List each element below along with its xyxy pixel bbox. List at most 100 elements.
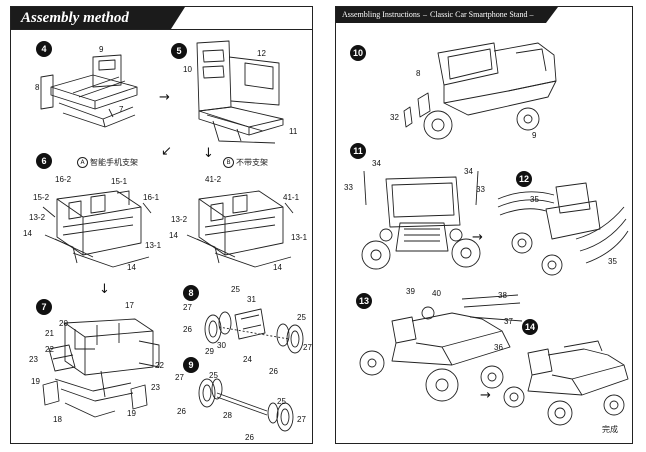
- part-label: 15-2: [33, 193, 50, 202]
- step-7-badge: 7: [36, 299, 52, 315]
- part-label: 27: [303, 343, 312, 352]
- finish-label: 完成: [602, 425, 618, 434]
- step-6b-illustration: [186, 190, 294, 268]
- part-label: 35: [530, 195, 539, 204]
- part-label: 41-1: [283, 193, 300, 202]
- step-9-illustration: [198, 378, 294, 432]
- part-label: 31: [247, 295, 256, 304]
- step-6a-illustration: [42, 190, 152, 268]
- part-label: 17: [125, 301, 134, 310]
- step-13-illustration: [359, 294, 523, 402]
- step-12-badge: 12: [516, 171, 532, 187]
- option-b-text: 不带支架: [236, 158, 268, 167]
- step-13-badge: 13: [356, 293, 372, 309]
- part-label: 34: [464, 167, 473, 176]
- step-11-illustration: [361, 170, 481, 270]
- part-label: 40: [432, 289, 441, 298]
- header-rule: [11, 29, 312, 30]
- part-label: 27: [175, 373, 184, 382]
- step-7-illustration: [42, 318, 160, 418]
- part-label: 27: [183, 303, 192, 312]
- part-label: 32: [390, 113, 399, 122]
- part-label: 25: [231, 285, 240, 294]
- part-label: 13-1: [145, 241, 162, 250]
- part-label: 19: [31, 377, 40, 386]
- part-label: 25: [209, 371, 218, 380]
- part-label: 9: [99, 45, 104, 54]
- part-label: 33: [344, 183, 353, 192]
- option-a-text: 智能手机支架: [90, 158, 138, 167]
- part-label: 9: [532, 131, 537, 140]
- part-label: 19: [127, 409, 136, 418]
- part-label: 14: [127, 263, 136, 272]
- step-8-badge: 8: [183, 285, 199, 301]
- part-label: 41-2: [205, 175, 222, 184]
- header-subtitle: Classic Car Smartphone Stand –: [430, 10, 534, 19]
- part-label: 15-1: [111, 177, 128, 186]
- step-9-badge: 9: [183, 357, 199, 373]
- step-11-badge: 11: [350, 143, 366, 159]
- part-label: 11: [289, 127, 298, 136]
- option-a-symbol: A: [77, 157, 88, 168]
- part-label: 26: [269, 367, 278, 376]
- arrow-right-icon: →: [159, 90, 170, 105]
- option-b-symbol: B: [223, 157, 234, 168]
- step-4-illustration: [40, 54, 138, 128]
- arrow-right-icon: →: [480, 388, 491, 403]
- part-label: 14: [169, 231, 178, 240]
- part-label: 33: [476, 185, 485, 194]
- step-14-badge: 14: [522, 319, 538, 335]
- part-label: 13-1: [291, 233, 308, 242]
- header-title: Assembling Instructions: [342, 10, 420, 19]
- arrow-down-icon: ↓: [203, 146, 214, 161]
- part-label: 39: [406, 287, 415, 296]
- arrow-down-icon: ↓: [99, 282, 110, 297]
- part-label: 18: [53, 415, 62, 424]
- part-label: 26: [183, 325, 192, 334]
- part-label: 22: [45, 345, 54, 354]
- part-label: 16-1: [143, 193, 160, 202]
- part-label: 26: [177, 407, 186, 416]
- step-12-illustration: [497, 182, 629, 276]
- step-8-illustration: [204, 308, 304, 354]
- part-label: 28: [223, 411, 232, 420]
- part-label: 10: [183, 65, 192, 74]
- step-10-illustration: [403, 42, 557, 140]
- part-label: 38: [498, 291, 507, 300]
- part-label: 26: [245, 433, 254, 442]
- left-instruction-page: Assembly method 4 9 8 7 → 5 12 10 11 ↙ ↓…: [10, 6, 313, 444]
- part-label: 22: [155, 361, 164, 370]
- part-label: 13-2: [29, 213, 46, 222]
- part-label: 14: [273, 263, 282, 272]
- part-label: 20: [59, 319, 68, 328]
- part-label: 35: [608, 257, 617, 266]
- part-label: 23: [151, 383, 160, 392]
- arrow-right-icon: →: [472, 230, 483, 245]
- step-4-badge: 4: [36, 41, 52, 57]
- step-5-illustration: [196, 40, 284, 144]
- part-label: 29: [205, 347, 214, 356]
- part-label: 8: [35, 83, 40, 92]
- right-instruction-page: Assembling Instructions–Classic Car Smar…: [335, 6, 633, 444]
- part-label: 16-2: [55, 175, 72, 184]
- part-label: 25: [297, 313, 306, 322]
- step-10-badge: 10: [350, 45, 366, 61]
- part-label: 7: [119, 105, 124, 114]
- part-label: 13-2: [171, 215, 188, 224]
- part-label: 14: [23, 229, 32, 238]
- header-separator: –: [423, 10, 427, 19]
- part-label: 34: [372, 159, 381, 168]
- step-5-badge: 5: [171, 43, 187, 59]
- part-label: 8: [416, 69, 421, 78]
- step-14-illustration: [503, 340, 629, 426]
- part-label: 24: [243, 355, 252, 364]
- part-label: 12: [257, 49, 266, 58]
- step-6-badge: 6: [36, 153, 52, 169]
- part-label: 25: [277, 397, 286, 406]
- part-label: 21: [45, 329, 54, 338]
- part-label: 23: [29, 355, 38, 364]
- part-label: 37: [504, 317, 513, 326]
- arrow-down-left-icon: ↙: [161, 144, 172, 159]
- part-label: 30: [217, 341, 226, 350]
